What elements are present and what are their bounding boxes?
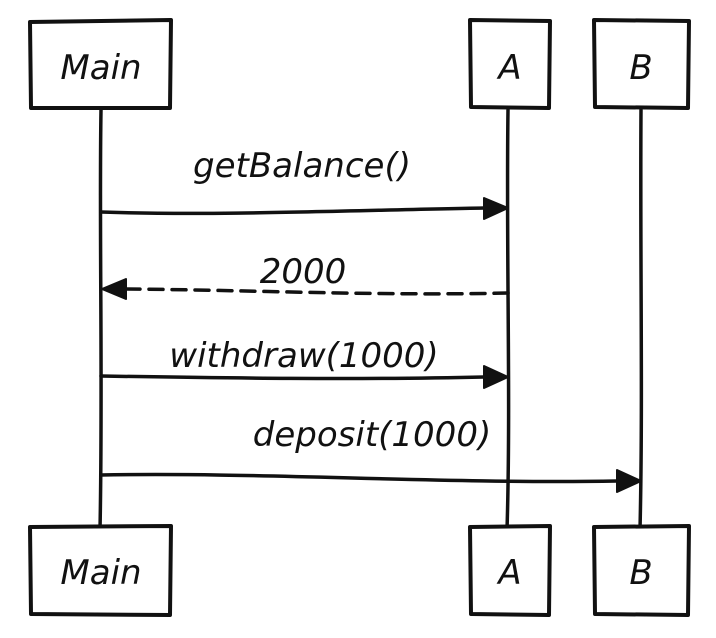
- participant-main-top-label: Main: [60, 48, 141, 88]
- arrowhead-left-icon: [101, 278, 127, 300]
- participant-b-top: B: [592, 18, 691, 110]
- participant-b-top-label: B: [629, 48, 652, 88]
- participant-b-bottom-label: B: [629, 553, 652, 593]
- message-deposit: deposit(1000): [99, 415, 642, 493]
- lifeline-main: [98, 108, 103, 532]
- lifeline-a: [505, 108, 511, 532]
- participant-main-bottom-label: Main: [60, 553, 141, 593]
- message-return-2000: 2000: [101, 252, 510, 300]
- arrowhead-right-icon: [616, 469, 642, 493]
- participant-a-bottom-label: A: [496, 553, 521, 593]
- participant-a-top-label: A: [496, 48, 521, 88]
- message-getbalance: getBalance(): [99, 146, 509, 220]
- arrowhead-right-icon: [483, 365, 509, 389]
- arrowhead-right-icon: [483, 197, 509, 220]
- participant-main-bottom: Main: [28, 524, 173, 617]
- participant-b-bottom: B: [592, 524, 691, 617]
- message-deposit-label: deposit(1000): [253, 415, 491, 455]
- message-return-2000-label: 2000: [260, 252, 347, 292]
- participant-a-bottom: A: [468, 524, 552, 617]
- message-getbalance-label: getBalance(): [193, 146, 411, 186]
- lifeline-b: [638, 108, 644, 532]
- message-withdraw-label: withdraw(1000): [169, 336, 438, 376]
- participant-a-top: A: [468, 18, 552, 110]
- participant-main-top: Main: [28, 18, 173, 110]
- message-withdraw: withdraw(1000): [99, 336, 509, 389]
